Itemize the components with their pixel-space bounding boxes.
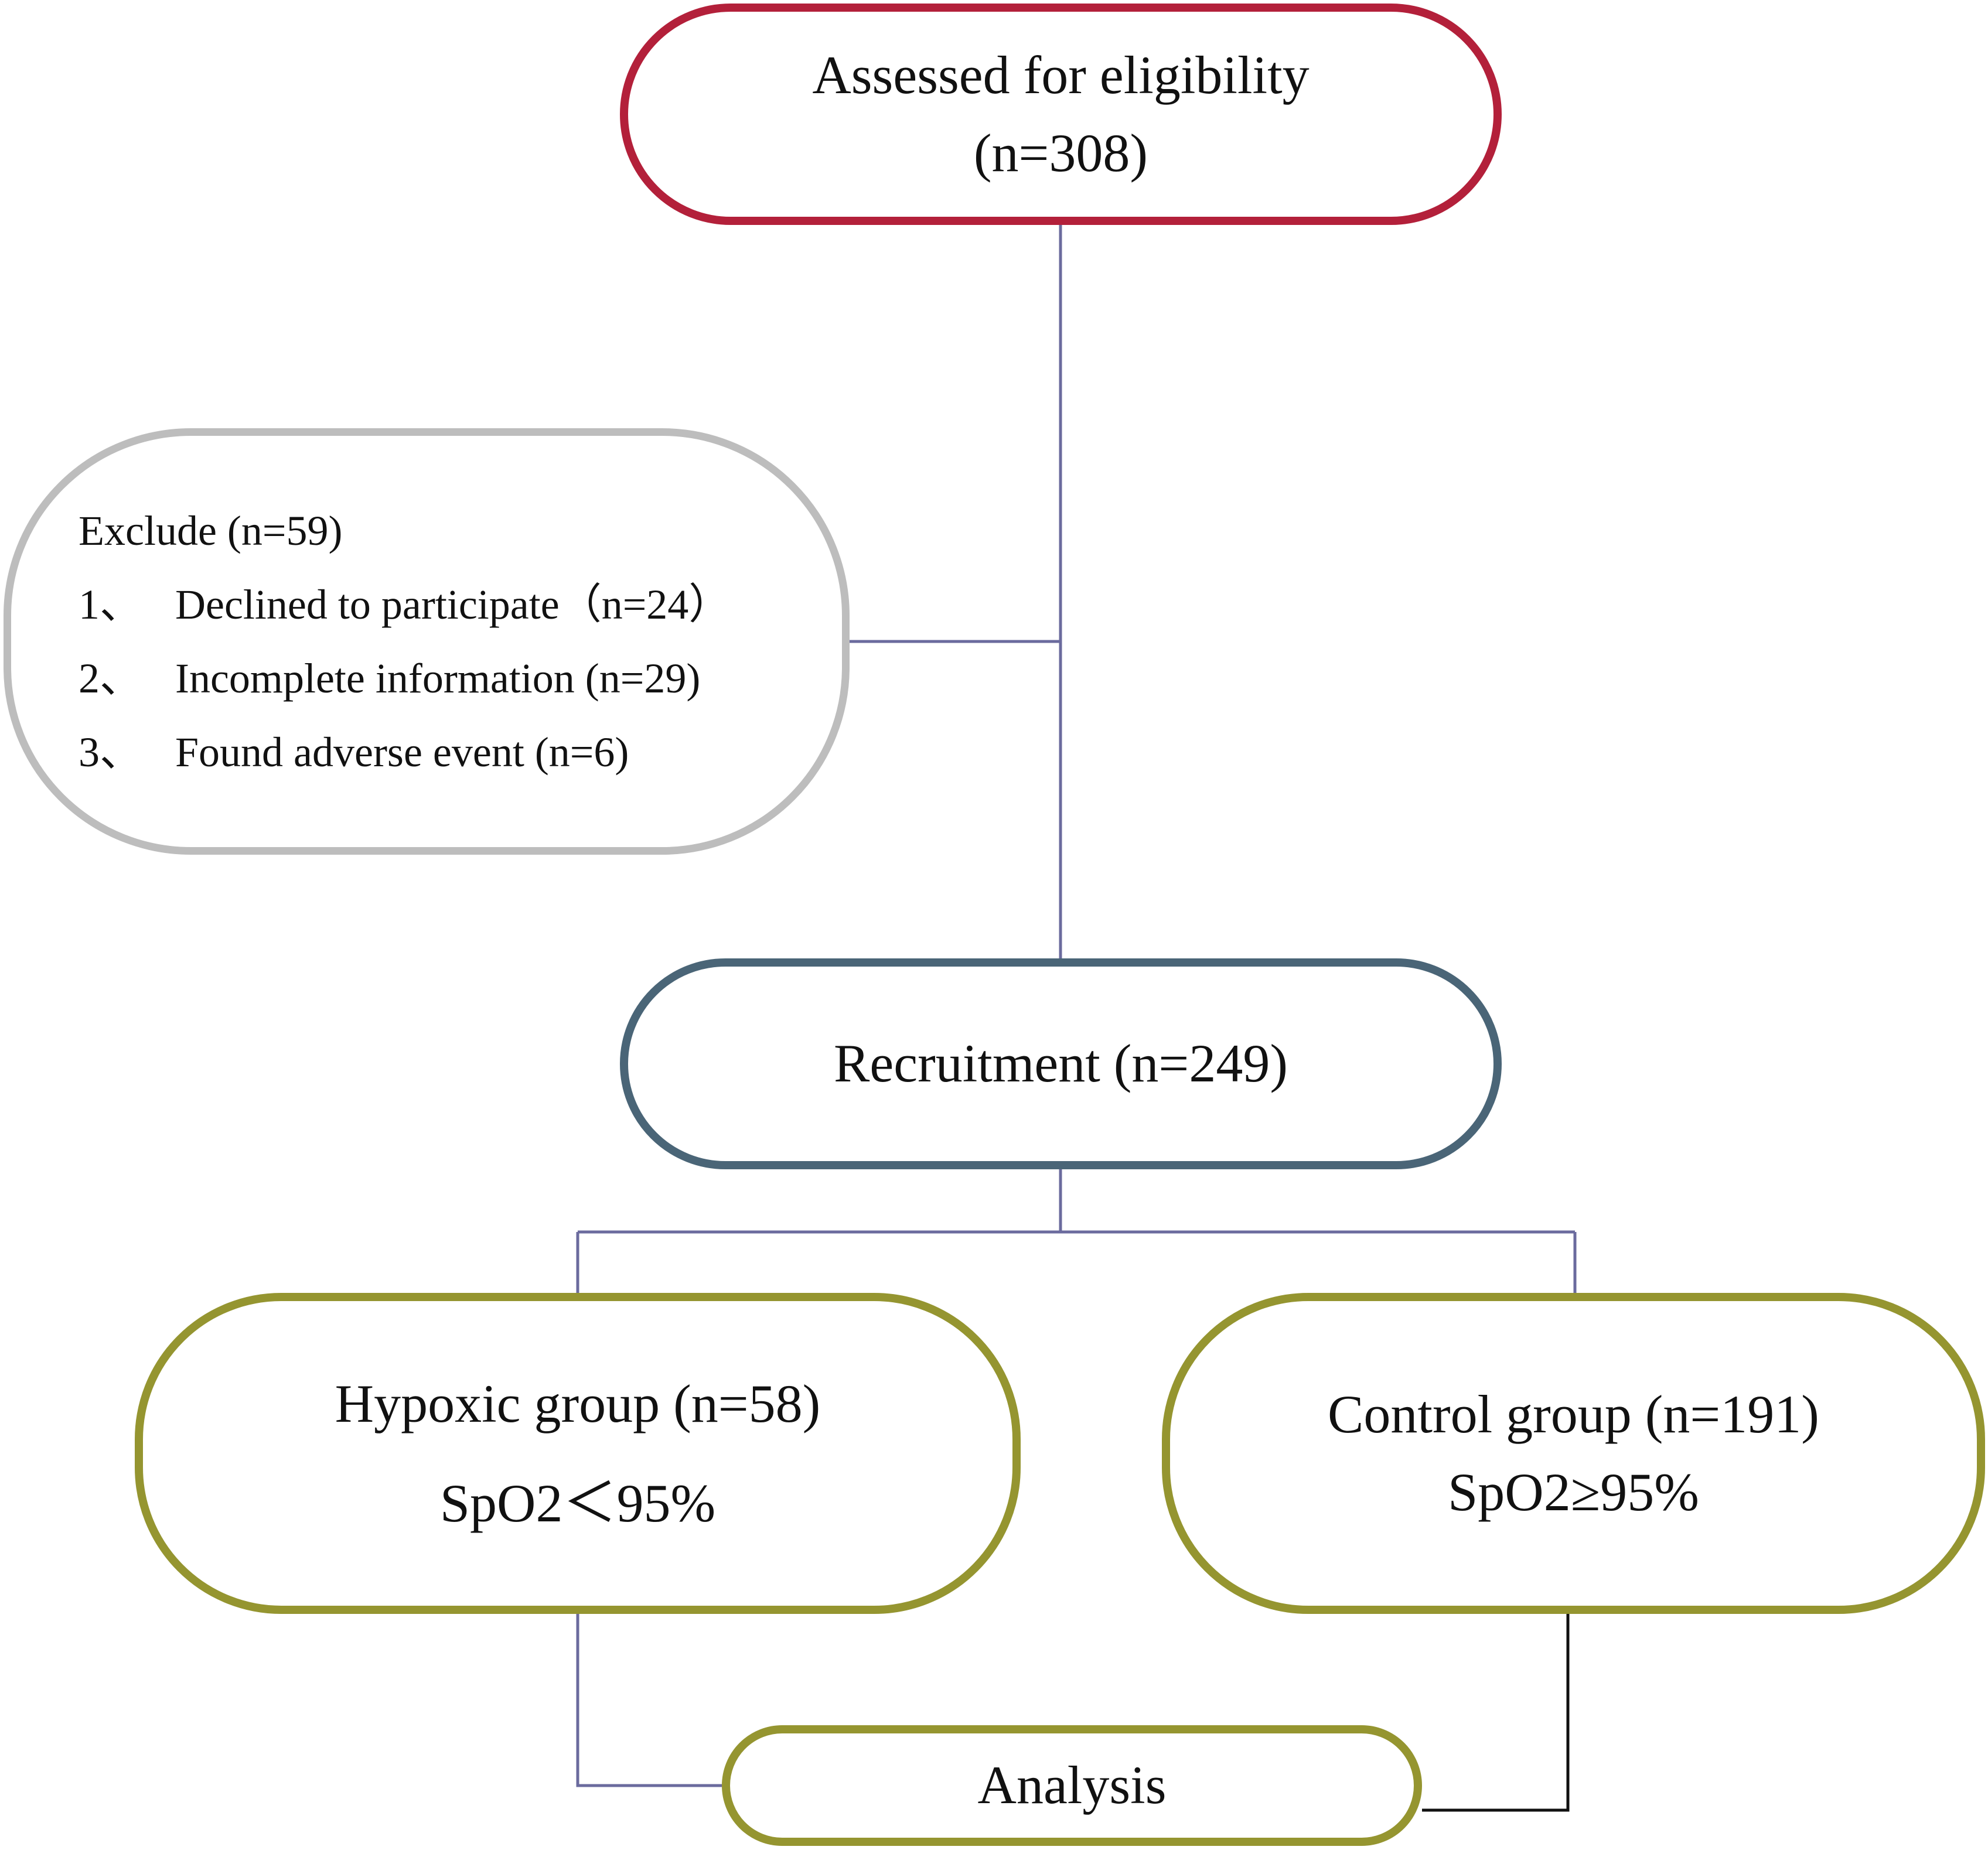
exclude-item-text: Incomplete information (n=29): [175, 655, 701, 702]
control-group-criteria: SpO2≥95%: [1448, 1462, 1699, 1522]
exclude-item: 2、 Incomplete information (n=29): [79, 641, 700, 715]
exclude-item: 3、 Found adverse event (n=6): [79, 715, 629, 789]
exclude-item: 1、 Declined to participate（n=24）: [79, 568, 731, 641]
connector-hypoxic-to-analysis: [576, 1614, 722, 1787]
assessed-title: Assessed for eligibility: [812, 45, 1310, 105]
analysis-box: Analysis: [722, 1725, 1422, 1846]
recruitment-box: Recruitment (n=249): [620, 958, 1502, 1169]
assessed-count: (n=308): [973, 123, 1148, 183]
analysis-label: Analysis: [977, 1755, 1167, 1815]
exclude-item-text: Declined to participate（n=24）: [175, 581, 731, 628]
recruitment-label: Recruitment (n=249): [834, 1033, 1288, 1094]
exclude-box: Exclude (n=59) 1、 Declined to participat…: [4, 428, 850, 855]
exclude-item-number: 3、: [79, 729, 142, 776]
control-group-title: Control group (n=191): [1328, 1384, 1819, 1444]
exclude-item-text: Found adverse event (n=6): [175, 729, 629, 776]
hypoxic-group-title: Hypoxic group (n=58): [335, 1373, 821, 1433]
exclude-title-text: Exclude (n=59): [79, 507, 343, 554]
hypoxic-group-box: Hypoxic group (n=58) SpO2＜95%: [135, 1293, 1021, 1614]
connector-control-to-analysis: [1422, 1611, 1570, 1812]
assessed-box: Assessed for eligibility (n=308): [620, 4, 1502, 225]
control-group-box: Control group (n=191) SpO2≥95%: [1162, 1293, 1985, 1614]
exclude-title: Exclude (n=59): [79, 494, 342, 568]
exclude-item-number: 2、: [79, 655, 142, 702]
exclude-item-number: 1、: [79, 581, 142, 628]
hypoxic-group-criteria: SpO2＜95%: [439, 1473, 716, 1533]
